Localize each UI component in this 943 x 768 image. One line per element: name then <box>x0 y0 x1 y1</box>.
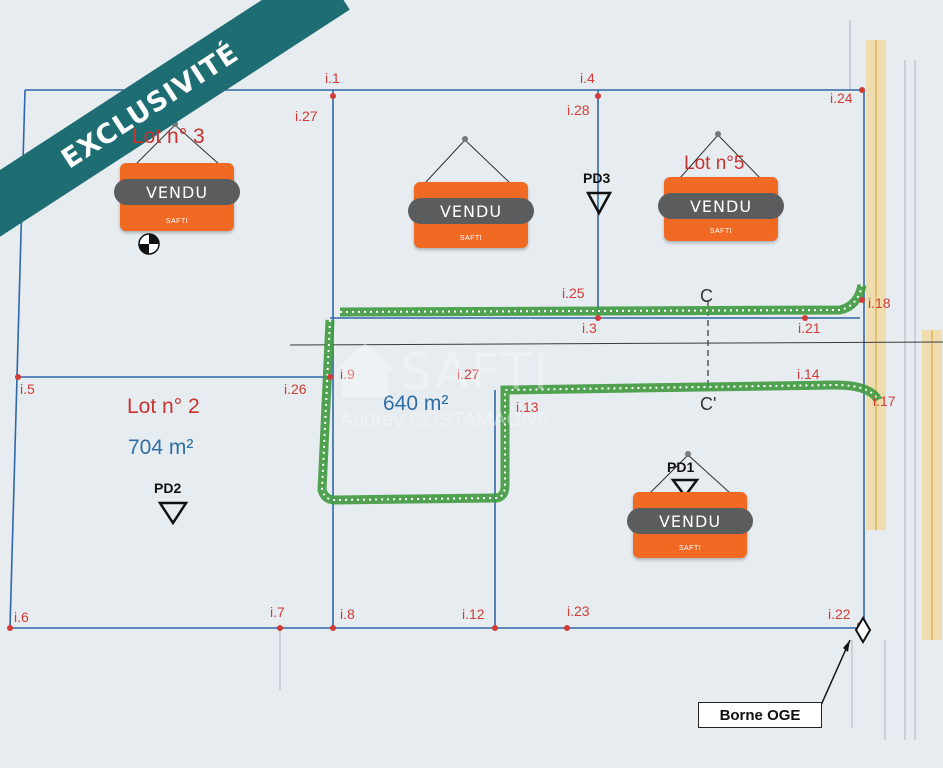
pd3-label: PD3 <box>583 170 611 186</box>
sold-sign-brand: SAFTI <box>709 228 733 235</box>
svg-text:C: C <box>700 286 713 306</box>
point-label: i.14 <box>797 366 820 382</box>
sold-sign-brand: SAFTI <box>459 235 483 242</box>
sold-sign-strip: VENDU <box>658 193 784 219</box>
sold-label: VENDU <box>658 511 722 531</box>
point-label: i.22 <box>828 606 851 622</box>
point-label: i.6 <box>14 609 29 625</box>
point-label: i.23 <box>567 603 590 619</box>
borne-oge-label: Borne OGE <box>698 702 822 728</box>
point-label: i.24 <box>830 90 853 106</box>
lot-2-title: Lot n° 2 <box>127 395 200 418</box>
point-label: i.12 <box>462 606 485 622</box>
svg-text:C': C' <box>700 394 716 414</box>
point-label: i.13 <box>516 399 539 415</box>
point-label: i.21 <box>798 320 821 336</box>
point-label: i.17 <box>873 393 896 409</box>
point-label: i.5 <box>20 381 35 397</box>
lot-2-area: 704 m² <box>128 436 194 459</box>
point-label: i.26 <box>284 381 307 397</box>
point-label: i.27 <box>457 366 480 382</box>
sold-label: VENDU <box>689 196 753 216</box>
sold-sign-lot-3: VENDU SAFTI <box>114 163 240 231</box>
sold-label: VENDU <box>145 182 209 202</box>
point-label: i.9 <box>340 366 355 382</box>
sold-sign-brand: SAFTI <box>678 545 702 552</box>
sold-sign-lot-1: VENDU SAFTI <box>627 492 753 558</box>
sold-sign-lot-5: VENDU SAFTI <box>658 177 784 241</box>
sold-label: VENDU <box>439 201 503 221</box>
point-label: i.1 <box>325 70 340 86</box>
sold-sign-brand: SAFTI <box>165 218 189 225</box>
sold-sign-strip: VENDU <box>627 508 753 534</box>
point-label: i.27 <box>295 108 318 124</box>
point-label: i.3 <box>582 320 597 336</box>
pd2-label: PD2 <box>154 480 182 496</box>
sold-sign-strip: VENDU <box>408 198 534 224</box>
pd1-label: PD1 <box>667 459 695 475</box>
point-label: i.25 <box>562 285 585 301</box>
sold-sign-lot-4: VENDU SAFTI <box>408 182 534 248</box>
point-label: i.28 <box>567 102 590 118</box>
point-label: i.4 <box>580 70 595 86</box>
point-label: i.8 <box>340 606 355 622</box>
central-lot-area: 640 m² <box>383 392 449 415</box>
lot-3-title: Lot n° 3 <box>132 125 205 148</box>
lot-5-title: Lot n°5 <box>684 153 745 174</box>
sold-sign-strip: VENDU <box>114 179 240 205</box>
point-label: i.7 <box>270 604 285 620</box>
point-label: i.18 <box>868 295 891 311</box>
